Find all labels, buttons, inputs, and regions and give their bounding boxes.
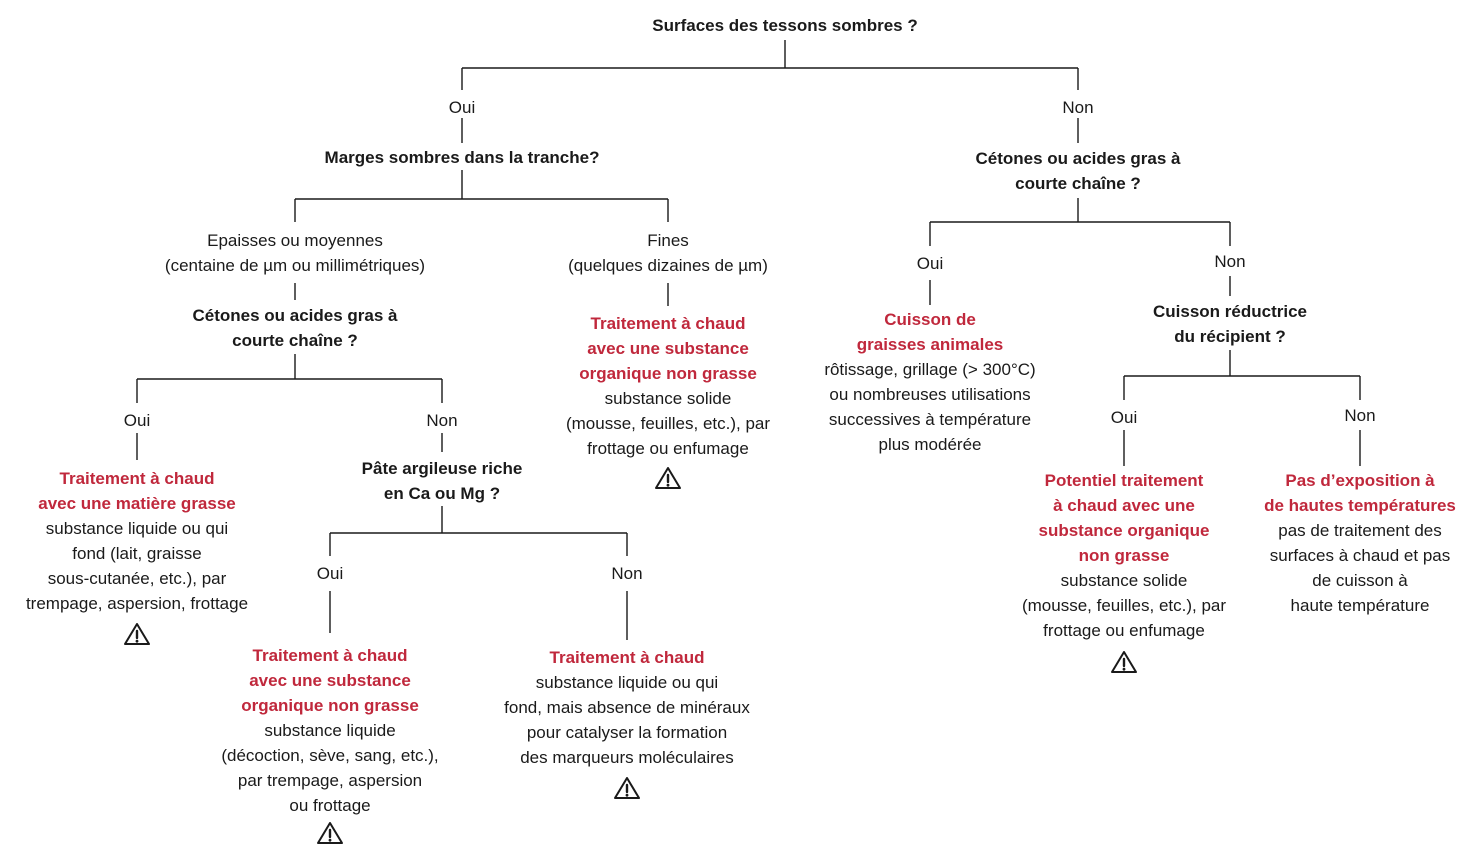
result-desc-line: substance solide [604, 389, 732, 408]
result-desc-line: des marqueurs moléculaires [520, 748, 734, 767]
result-title-line: Traitement à chaud [59, 469, 215, 488]
question-line: courte chaîne ? [1015, 174, 1141, 193]
result-title-line: de hautes températures [1264, 496, 1456, 515]
result-desc-line: frottage ou enfumage [587, 439, 749, 458]
ca-no-label: Non [611, 564, 643, 583]
no-branch-yes-label: Oui [916, 254, 944, 273]
result-desc-line: fond, mais absence de minéraux [504, 698, 750, 717]
result-desc-line: substance solide [1060, 571, 1188, 590]
result-desc-line: ou nombreuses utilisations [829, 385, 1031, 404]
result-desc-line: surfaces à chaud et pas [1269, 546, 1451, 565]
thick-cetones-question: Cétones ou acides gras à courte chaîne ? [192, 303, 397, 353]
result-title-line: organique non grasse [241, 696, 419, 715]
thin-result: Traitement à chaud avec une substance or… [566, 311, 770, 461]
ca-mg-question: Pâte argileuse riche en Ca ou Mg ? [362, 456, 523, 506]
result-title-line: Traitement à chaud [549, 648, 705, 667]
reduct-no-label: Non [1344, 406, 1376, 425]
ca-yes-label: Oui [316, 564, 344, 583]
result-desc-line: pas de traitement des [1278, 521, 1442, 540]
result-title-line: Traitement à chaud [252, 646, 408, 665]
result-desc-line: pour catalyser la formation [526, 723, 728, 742]
marges-question: Marges sombres dans la tranche? [324, 148, 600, 167]
warning-triangle-icon [655, 467, 681, 489]
thick-label-line: (centaine de µm ou millimétriques) [164, 256, 426, 275]
ca-no-result: Traitement à chaud substance liquide ou … [504, 645, 750, 770]
question-line: Cuisson réductrice [1153, 302, 1307, 321]
warning-triangle-icon [614, 777, 640, 799]
question-line: Cétones ou acides gras à [975, 149, 1181, 168]
result-desc-line: substance liquide ou qui [45, 519, 229, 538]
result-title-line: organique non grasse [579, 364, 757, 383]
potential-treatment-result: Potentiel traitement à chaud avec une su… [1022, 468, 1226, 643]
result-title-line: avec une matière grasse [38, 494, 236, 513]
result-desc-line: (décoction, sève, sang, etc.), [221, 746, 439, 765]
result-desc-line: substance liquide [264, 721, 396, 740]
thick-yes-label: Oui [123, 411, 151, 430]
result-desc-line: (mousse, feuilles, etc.), par [565, 414, 771, 433]
question-line: Cétones ou acides gras à [192, 306, 398, 325]
result-desc-line: frottage ou enfumage [1043, 621, 1205, 640]
result-desc-line: ou frottage [289, 796, 371, 815]
fat-treatment-result: Traitement à chaud avec une matière gras… [26, 466, 248, 616]
result-desc-line: sous-cutanée, etc.), par [47, 569, 227, 588]
result-title-line: à chaud avec une [1053, 496, 1195, 515]
warning-triangle-icon [1111, 651, 1137, 673]
result-desc-line: plus modérée [878, 435, 982, 454]
thin-label-line: Fines [647, 231, 689, 250]
thick-label-line: Epaisses ou moyennes [207, 231, 383, 250]
ca-yes-result: Traitement à chaud avec une substance or… [221, 643, 438, 818]
question-line: du récipient ? [1174, 327, 1286, 346]
result-desc-line: par trempage, aspersion [237, 771, 423, 790]
result-title-line: non grasse [1078, 546, 1170, 565]
result-desc-line: successives à température [828, 410, 1032, 429]
result-desc-line: substance liquide ou qui [535, 673, 719, 692]
no-exposure-result: Pas d’exposition à de hautes température… [1264, 468, 1456, 618]
question-line: courte chaîne ? [232, 331, 358, 350]
root-question: Surfaces des tessons sombres ? [652, 16, 918, 35]
question-line: en Ca ou Mg ? [383, 484, 501, 503]
result-title-line: avec une substance [249, 671, 411, 690]
result-title-line: avec une substance [587, 339, 749, 358]
reduct-question: Cuisson réductrice du récipient ? [1153, 299, 1307, 349]
root-yes-label: Oui [448, 98, 476, 117]
warning-triangle-icon [124, 623, 150, 645]
root-no-label: Non [1062, 98, 1094, 117]
thin-label-line: (quelques dizaines de µm) [568, 256, 768, 275]
question-line: Pâte argileuse riche [361, 459, 523, 478]
warning-triangle-icon [317, 822, 343, 844]
no-cetones-question: Cétones ou acides gras à courte chaîne ? [975, 146, 1180, 196]
result-desc-line: fond (lait, graisse [72, 544, 202, 563]
result-title-line: substance organique [1038, 521, 1210, 540]
result-desc-line: rôtissage, grillage (> 300°C) [824, 360, 1036, 379]
reduct-yes-label: Oui [1110, 408, 1138, 427]
result-desc-line: trempage, aspersion, frottage [25, 594, 249, 613]
thick-label: Epaisses ou moyennes (centaine de µm ou … [165, 228, 425, 278]
result-desc-line: de cuisson à [1312, 571, 1408, 590]
no-branch-no-label: Non [1214, 252, 1246, 271]
thin-label: Fines (quelques dizaines de µm) [568, 228, 768, 278]
result-desc-line: haute température [1290, 596, 1430, 615]
result-title-line: graisses animales [856, 335, 1004, 354]
result-title-line: Cuisson de [884, 310, 976, 329]
result-title-line: Potentiel traitement [1044, 471, 1204, 490]
animal-fat-result: Cuisson de graisses animales rôtissage, … [824, 307, 1035, 457]
result-desc-line: (mousse, feuilles, etc.), par [1021, 596, 1227, 615]
result-title-line: Pas d’exposition à [1285, 471, 1435, 490]
thick-no-label: Non [426, 411, 458, 430]
result-title-line: Traitement à chaud [590, 314, 746, 333]
